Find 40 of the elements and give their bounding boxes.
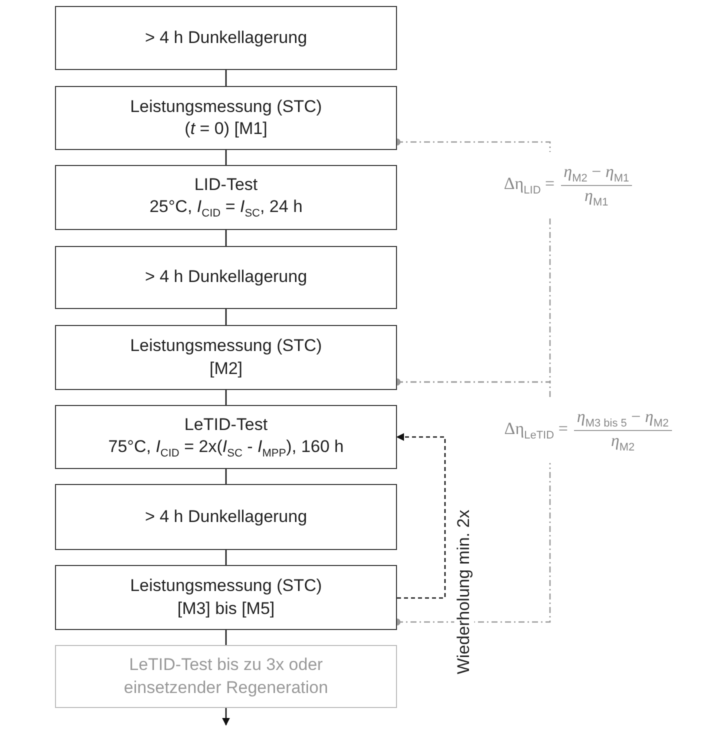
box-text: LeTID-Test bis zu 3x oder einsetzender Regeneration — [122, 654, 330, 698]
connector — [225, 469, 227, 484]
arrow — [222, 708, 230, 726]
box-text: LID-Test — [194, 174, 258, 196]
box-text: LeTID-Test — [184, 414, 268, 436]
box-text: 25°C, I$_{CID}$ = I$_{SC}$, 24 h — [149, 196, 303, 221]
connector — [225, 70, 227, 86]
edge-label: Wiederholung min. 2x — [454, 508, 474, 676]
process-box — [55, 246, 397, 309]
box-text: 75°C, I$_{CID}$ = 2x(I$_{SC}$ - I$_{MPP}$), 160 h — [108, 436, 344, 460]
box-text: > 4 h Dunkellagerung — [144, 506, 308, 528]
denominator: η$_{M2}$ — [610, 430, 636, 453]
process-box — [55, 86, 397, 150]
process-box — [55, 405, 397, 469]
process-box — [55, 6, 397, 70]
connector — [225, 309, 227, 325]
process-box — [55, 165, 397, 230]
connector — [225, 230, 227, 246]
box-text: Leistungsmessung (STC) — [130, 96, 322, 118]
connector — [225, 390, 227, 405]
box-text: Leistungsmessung (STC) — [130, 575, 322, 598]
connector — [225, 630, 227, 645]
box-text: Leistungsmessung (STC) — [130, 335, 322, 358]
box-text: > 4 h Dunkellagerung — [144, 266, 308, 288]
connector — [225, 550, 227, 565]
formula-lhs: Δη$_{LID}$ = — [504, 174, 555, 196]
numerator: η$_{M2}$ − η$_{M1}$ — [560, 162, 632, 186]
process-box — [55, 565, 397, 630]
box-text: [M2] — [209, 358, 243, 380]
box-text: > 4 h Dunkellagerung — [144, 26, 308, 49]
box-text: (t = 0) [M1] — [184, 118, 268, 140]
denominator: η$_{M1}$ — [584, 186, 610, 208]
process-box — [55, 645, 397, 708]
process-box — [55, 325, 397, 390]
numerator: η$_{M3 bis 5}$ − η$_{M2}$ — [574, 407, 672, 430]
connector — [225, 150, 227, 165]
formula-lhs: Δη$_{LeTID}$ = — [504, 418, 568, 442]
box-text: [M3] bis [M5] — [177, 598, 275, 620]
arrow — [396, 433, 446, 599]
process-box — [55, 484, 397, 550]
